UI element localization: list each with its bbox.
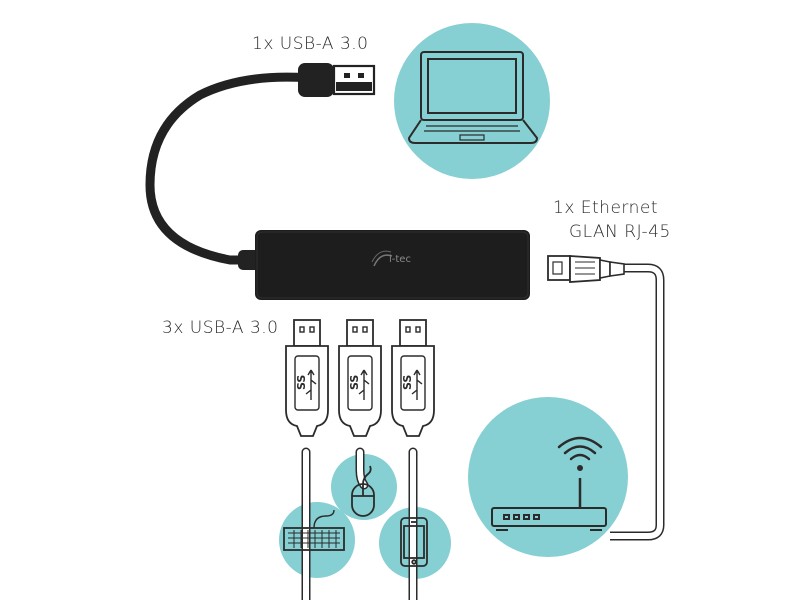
usb-a-plug-in xyxy=(298,63,334,97)
laptop-circle xyxy=(394,23,550,179)
ethernet-label-line1: 1x Ethernet xyxy=(553,198,659,218)
rj45-plug-icon xyxy=(547,255,571,281)
i-tec-logo-icon xyxy=(371,250,393,267)
ethernet-label-line2: GLAN RJ-45 xyxy=(569,222,671,242)
hub-logo-text: i-tec xyxy=(389,254,411,265)
upstream-cable xyxy=(145,63,376,270)
keyboard-circle xyxy=(279,502,355,578)
usb-a-plug-out-1 xyxy=(285,319,329,437)
usb-out-label: 3x USB-A 3.0 xyxy=(162,318,279,338)
smartphone-icon xyxy=(400,517,428,567)
usb-in-label: 1x USB-A 3.0 xyxy=(252,34,369,54)
usb-a-plug-out-3 xyxy=(391,319,435,437)
router-icon xyxy=(491,478,607,531)
usb-hub xyxy=(255,230,530,300)
ethernet-cable xyxy=(547,255,665,541)
laptop-icon xyxy=(407,51,539,144)
mouse-icon xyxy=(351,465,375,517)
keyboard-icon xyxy=(283,509,345,551)
wifi-icon xyxy=(557,436,603,471)
router-circle xyxy=(468,397,628,557)
usb-a-plug-out-2 xyxy=(338,319,382,437)
